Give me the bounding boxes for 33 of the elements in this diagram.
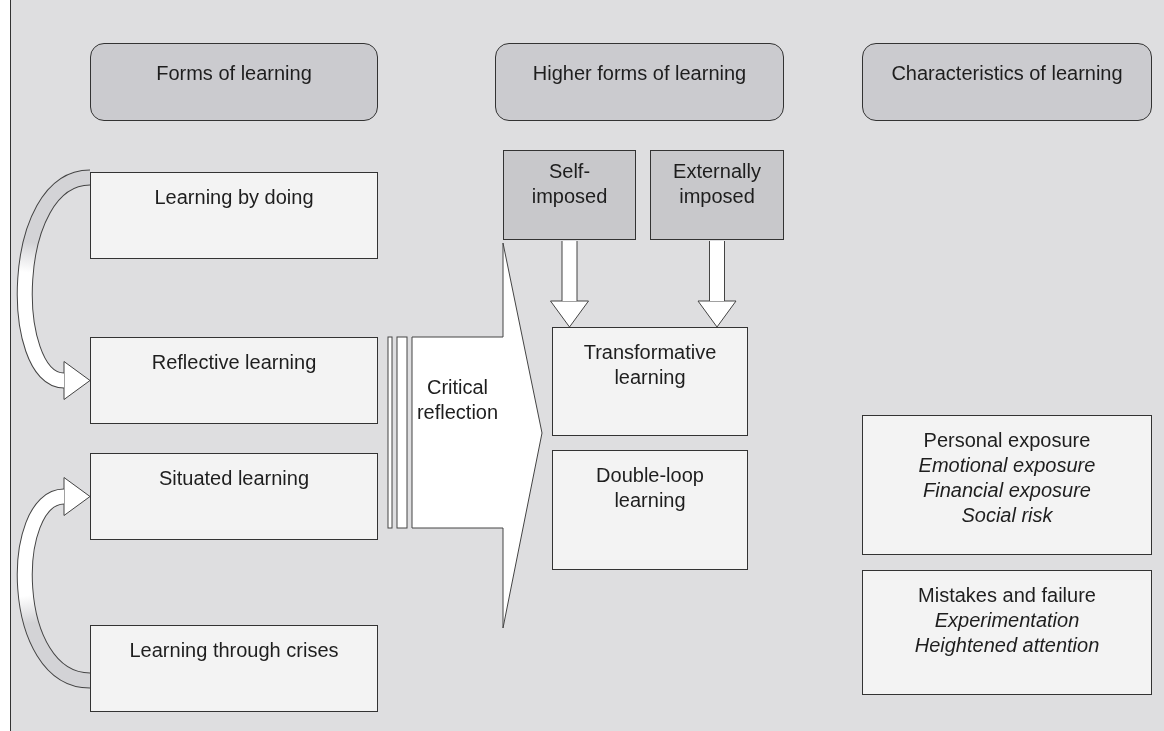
category-box — [650, 150, 784, 240]
node-detail: Social risk — [960, 503, 1054, 528]
node-label: Situated learning — [157, 466, 311, 491]
process-box — [90, 453, 378, 540]
node-label: Higher forms of learning — [531, 61, 748, 86]
node-label: Characteristics of learning — [890, 61, 1124, 86]
node-label: Reflective learning — [150, 350, 318, 375]
node-detail: Financial exposure — [922, 478, 1092, 503]
node-detail: Emotional exposure — [917, 453, 1097, 478]
node-label: Mistakes and failure — [917, 583, 1097, 608]
node-label: Personal exposure — [922, 428, 1092, 453]
node-label: Learning by doing — [153, 185, 315, 210]
header-box — [495, 43, 784, 121]
node-label: Forms of learning — [155, 61, 313, 86]
node-label: Critical reflection — [415, 375, 500, 425]
characteristics-box — [862, 415, 1152, 555]
category-box — [503, 150, 636, 240]
characteristics-box — [862, 570, 1152, 695]
process-box — [90, 337, 378, 424]
header-box — [862, 43, 1152, 121]
node-label: Self- imposed — [530, 159, 609, 209]
block-arrow — [412, 243, 543, 628]
node-label: Externally imposed — [672, 159, 762, 209]
node-detail: Heightened attention — [913, 633, 1101, 658]
process-box — [90, 172, 378, 259]
node-label: Learning through crises — [128, 638, 340, 663]
header-box — [90, 43, 378, 121]
node-label: Transformative learning — [582, 340, 718, 390]
node-label: Double-loop learning — [595, 463, 705, 513]
process-box — [552, 327, 748, 436]
process-box — [552, 450, 748, 570]
process-box — [90, 625, 378, 712]
node-detail: Experimentation — [933, 608, 1081, 633]
